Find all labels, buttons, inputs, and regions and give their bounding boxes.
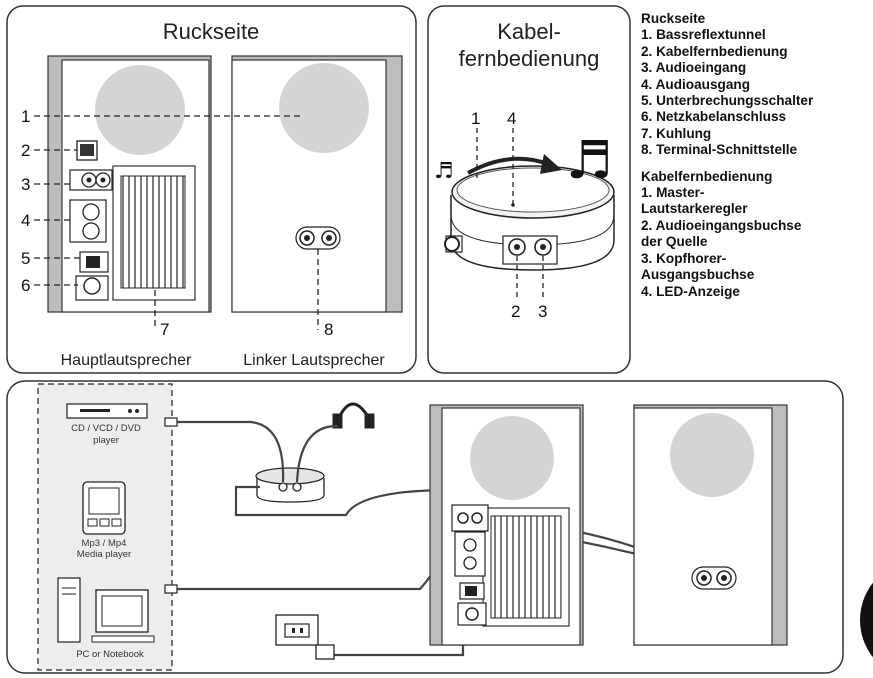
marker-8: 8 bbox=[324, 320, 333, 339]
caption-left-speaker: Linker Lautsprecher bbox=[243, 352, 385, 369]
panel-remote-title-1: Kabel- bbox=[497, 19, 561, 44]
legend-back-item-6: 6. Netzkabelanschluss bbox=[641, 109, 787, 125]
legend-remote-line-2: Lautstarkeregler bbox=[641, 201, 748, 217]
legend-back-item-8: 8. Terminal-Schnittstelle bbox=[641, 142, 798, 158]
connection-main-speaker bbox=[429, 404, 584, 646]
marker-4: 4 bbox=[21, 211, 30, 230]
remote-control bbox=[444, 165, 615, 271]
power-plug bbox=[315, 644, 335, 660]
legend-remote-line-6: Ausgangsbuchse bbox=[641, 267, 755, 283]
marker-1: 1 bbox=[21, 107, 30, 126]
cd-label-1: CD / VCD / DVD bbox=[71, 423, 141, 434]
legend-back-item-7: 7. Kuhlung bbox=[641, 125, 712, 141]
legend-back-item-2: 2. Kabelfernbedienung bbox=[641, 43, 788, 59]
remote-marker-4: 4 bbox=[507, 109, 516, 128]
bass-port bbox=[95, 65, 185, 155]
legend-back-item-4: 4. Audioausgang bbox=[641, 76, 751, 92]
legend-remote-line-4: der Quelle bbox=[641, 234, 708, 250]
legend-remote-line-1: 1. Master- bbox=[641, 185, 705, 201]
legend: Ruckseite 1. Bassreflextunnel 2. Kabelfe… bbox=[641, 11, 866, 300]
legend-back-item-5: 5. Unterbrechungsschalter bbox=[641, 93, 814, 109]
remote-marker-3: 3 bbox=[538, 302, 547, 321]
panel-back: Ruckseite bbox=[6, 5, 417, 374]
legend-remote-line-5: 3. Kopfhorer- bbox=[641, 250, 727, 266]
page-tab bbox=[860, 582, 873, 658]
panel-back-title: Ruckseite bbox=[163, 19, 260, 44]
panel-remote: Kabel- fernbedienung ♬ ♬ bbox=[427, 5, 631, 374]
pc-label: PC or Notebook bbox=[76, 649, 144, 660]
cd-player bbox=[66, 403, 148, 419]
remote-small bbox=[255, 467, 325, 503]
panel-remote-title-2: fernbedienung bbox=[459, 46, 600, 71]
main-speaker-back bbox=[47, 55, 212, 313]
mp3-label-1: Mp3 / Mp4 bbox=[82, 538, 127, 549]
panel-connection: CD / VCD / DVD player Mp3 / Mp4 Media pl… bbox=[6, 380, 844, 674]
heatsink bbox=[120, 175, 186, 289]
legend-remote-title: Kabelfernbedienung bbox=[641, 168, 773, 184]
mp3-player bbox=[82, 481, 126, 535]
left-speaker-back bbox=[231, 55, 403, 313]
legend-back-item-3: 3. Audioeingang bbox=[641, 60, 747, 76]
cd-label-2: player bbox=[93, 435, 119, 446]
music-note-small-icon: ♬ bbox=[434, 159, 454, 184]
remote-marker-2: 2 bbox=[511, 302, 520, 321]
caption-main-speaker: Hauptlautsprecher bbox=[61, 352, 192, 369]
marker-7: 7 bbox=[160, 320, 169, 339]
remote-marker-1: 1 bbox=[471, 109, 480, 128]
legend-back-title: Ruckseite bbox=[641, 11, 706, 26]
marker-2: 2 bbox=[21, 141, 30, 160]
music-note-large-icon: ♬ bbox=[566, 131, 613, 191]
mp3-label-2: Media player bbox=[77, 549, 131, 560]
wall-socket bbox=[275, 614, 319, 646]
led-indicator bbox=[511, 203, 515, 207]
marker-6: 6 bbox=[21, 276, 30, 295]
pc-computer bbox=[57, 577, 155, 643]
marker-5: 5 bbox=[21, 249, 30, 268]
legend-remote-line-3: 2. Audioeingangsbuchse bbox=[641, 217, 802, 233]
legend-remote-line-7: 4. LED-Anzeige bbox=[641, 283, 740, 299]
marker-3: 3 bbox=[21, 175, 30, 194]
connection-left-speaker bbox=[633, 404, 788, 646]
legend-back-item-1: 1. Bassreflextunnel bbox=[641, 27, 766, 43]
